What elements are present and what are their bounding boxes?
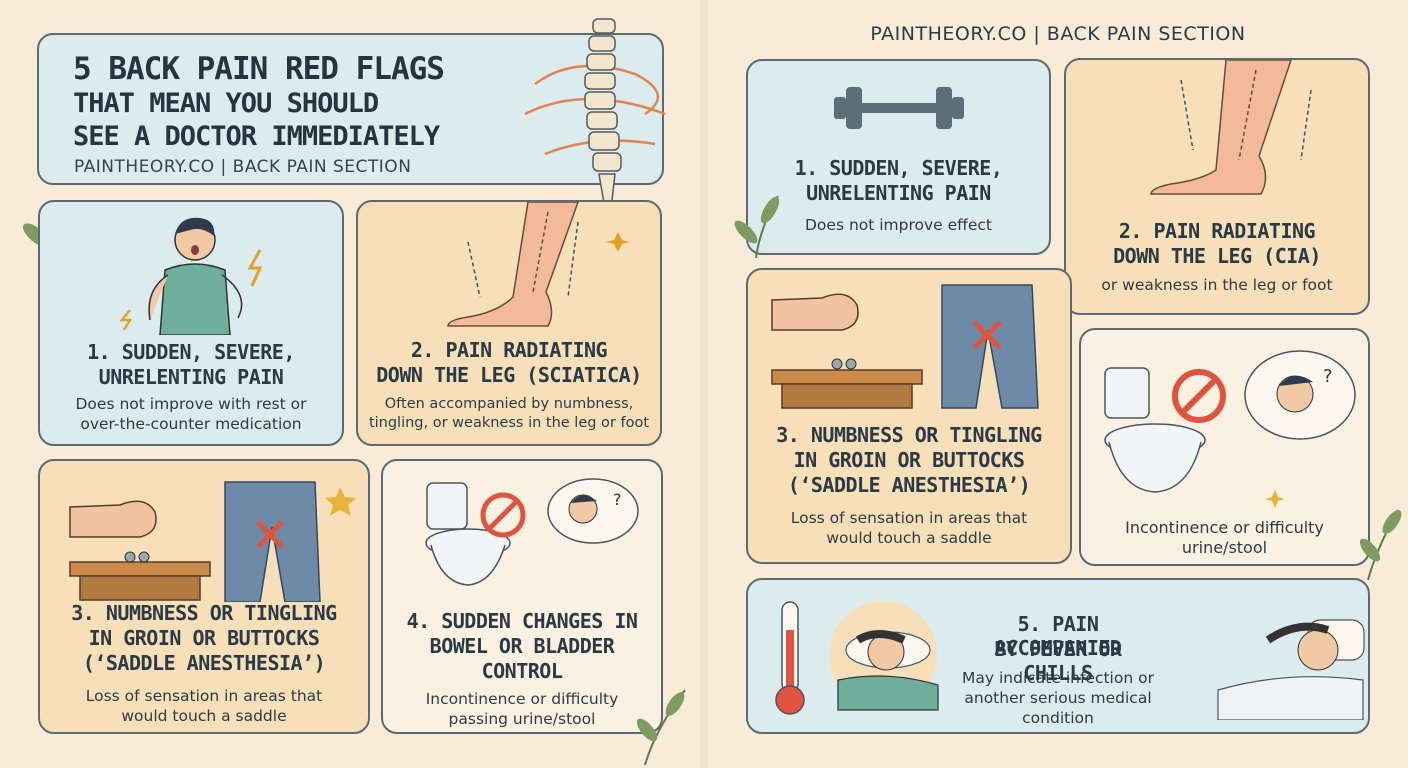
card-3-title-line3: (‘SADDLE ANESTHESIA’): [787, 473, 1031, 497]
red-flag-card-1: 1. SUDDEN, SEVERE, UNRELENTING PAIN Does…: [746, 59, 1051, 255]
card-4-desc-line1: Incontinence or difficulty: [1125, 518, 1324, 537]
red-flag-card-3: 3. NUMBNESS OR TINGLING IN GROIN OR BUTT…: [746, 268, 1072, 564]
title-box: 5 BACK PAIN RED FLAGS THAT MEAN YOU SHOU…: [37, 33, 664, 185]
card-2-title-line2: DOWN THE LEG (SCIATICA): [376, 363, 642, 387]
card-2-title-line2: DOWN THE LEG (CIA): [1113, 244, 1321, 268]
sick-person-bed-icon: [829, 601, 939, 711]
card-1-desc-line1: Does not improve with rest or: [75, 395, 307, 413]
card-1-title-line2: UNRELENTING PAIN: [98, 365, 284, 389]
card-2-title-line1: 2. PAIN RADIATING: [1118, 219, 1316, 243]
spine-icon: [524, 18, 666, 210]
card-5-desc-line1: May indicate infection or: [962, 669, 1154, 687]
card-4-title-line3: CONTROL: [481, 659, 563, 683]
person-back-pain-icon: [119, 217, 263, 335]
toilet-no-icon: ?: [1104, 350, 1356, 508]
card-4-title-line2: BOWEL OR BLADDER: [429, 634, 615, 658]
dumbbell-icon: [834, 87, 964, 129]
subtitle: PAINTHEORY.CO | BACK PAIN SECTION: [74, 157, 412, 177]
card-3-title-line1: 3. NUMBNESS OR TINGLING: [776, 423, 1042, 447]
card-5-title-line2: BY FEVER OR CHILLS: [994, 637, 1122, 685]
main-title-line3: SEE A DOCTOR IMMEDIATELY: [73, 121, 440, 152]
main-title-line2: THAT MEAN YOU SHOULD: [73, 88, 379, 119]
card-1-desc-line1: Does not improve effect: [804, 216, 992, 234]
card-5-title-line1: 5. PAIN ACCOMPANIED: [994, 612, 1122, 660]
card-4-title-line1: 4. SUDDEN CHANGES IN: [406, 609, 638, 633]
card-2-desc-line2: tingling, or weakness in the leg or foot: [368, 415, 650, 431]
card-3-title-line3: (‘SADDLE ANESTHESIA’): [82, 651, 326, 675]
card-1-title-line1: 1. SUDDEN, SEVERE,: [87, 340, 295, 364]
card-3-desc-line2: would touch a saddle: [826, 529, 992, 547]
card-2-desc-line1: or weakness in the leg or foot: [1101, 276, 1333, 294]
toilet-no-icon: ?: [425, 478, 639, 586]
thermometer-icon: [775, 601, 805, 715]
leg-foot-icon: [447, 202, 630, 327]
right-infographic: PAINTHEORY.CO | BACK PAIN SECTION 1. SUD…: [708, 0, 1408, 768]
red-flag-card-3: 3. NUMBNESS OR TINGLING IN GROIN OR BUTT…: [38, 459, 370, 734]
page-header: PAINTHEORY.CO | BACK PAIN SECTION: [870, 23, 1246, 45]
card-3-desc-line1: Loss of sensation in areas that: [85, 687, 323, 705]
card-3-desc-line1: Loss of sensation in areas that: [790, 509, 1028, 527]
red-flag-card-2: 2. PAIN RADIATING DOWN THE LEG (SCIATICA…: [356, 200, 662, 446]
card-4-desc-line2: urine/stool: [1181, 538, 1268, 557]
card-3-title-line1: 3. NUMBNESS OR TINGLING: [71, 601, 337, 625]
card-2-title-line1: 2. PAIN RADIATING: [410, 338, 608, 362]
fist-keys-jeans-icon: [771, 284, 1039, 409]
svg-text:?: ?: [613, 490, 622, 509]
card-3-desc-line2: would touch a saddle: [121, 707, 287, 725]
fist-keys-jeans-icon: [69, 481, 356, 602]
left-infographic: 5 BACK PAIN RED FLAGS THAT MEAN YOU SHOU…: [0, 0, 700, 768]
svg-text:?: ?: [1323, 366, 1333, 387]
card-3-title-line2: IN GROIN OR BUTTOCKS: [793, 448, 1025, 472]
card-3-title-line2: IN GROIN OR BUTTOCKS: [88, 626, 320, 650]
leaf-sprig-icon: [636, 689, 686, 765]
main-title-line1: 5 BACK PAIN RED FLAGS: [73, 51, 445, 87]
sick-person-bed-icon: [1217, 619, 1365, 720]
red-flag-card-1: 1. SUDDEN, SEVERE, UNRELENTING PAIN Does…: [38, 200, 344, 446]
red-flag-card-4: ? Incontinence or difficulty urine/stool: [1079, 328, 1370, 566]
red-flag-card-2: 2. PAIN RADIATING DOWN THE LEG (CIA) or …: [1064, 58, 1370, 315]
page-divider: [700, 0, 708, 768]
card-5-desc-line2: another serious medical condition: [964, 689, 1152, 727]
card-2-desc-line1: Often accompanied by numbness,: [384, 396, 634, 412]
leaf-sprig-icon: [1359, 509, 1402, 580]
card-1-desc-line2: over-the-counter medication: [80, 415, 302, 433]
leaf-sprig-icon: [734, 195, 780, 258]
card-1-title-line2: UNRELENTING PAIN: [806, 181, 991, 205]
red-flag-card-5: 5. PAIN ACCOMPANIED BY FEVER OR CHILLS M…: [746, 578, 1370, 734]
card-4-desc-line2: passing urine/stool: [448, 710, 596, 728]
card-4-desc-line1: Incontinence or difficulty: [425, 690, 619, 708]
leg-foot-icon: [1150, 60, 1312, 195]
card-1-title-line1: 1. SUDDEN, SEVERE,: [794, 156, 1003, 180]
red-flag-card-4: ? 4. SUDDEN CHANGES IN BOWEL OR BLADDER …: [381, 459, 663, 734]
